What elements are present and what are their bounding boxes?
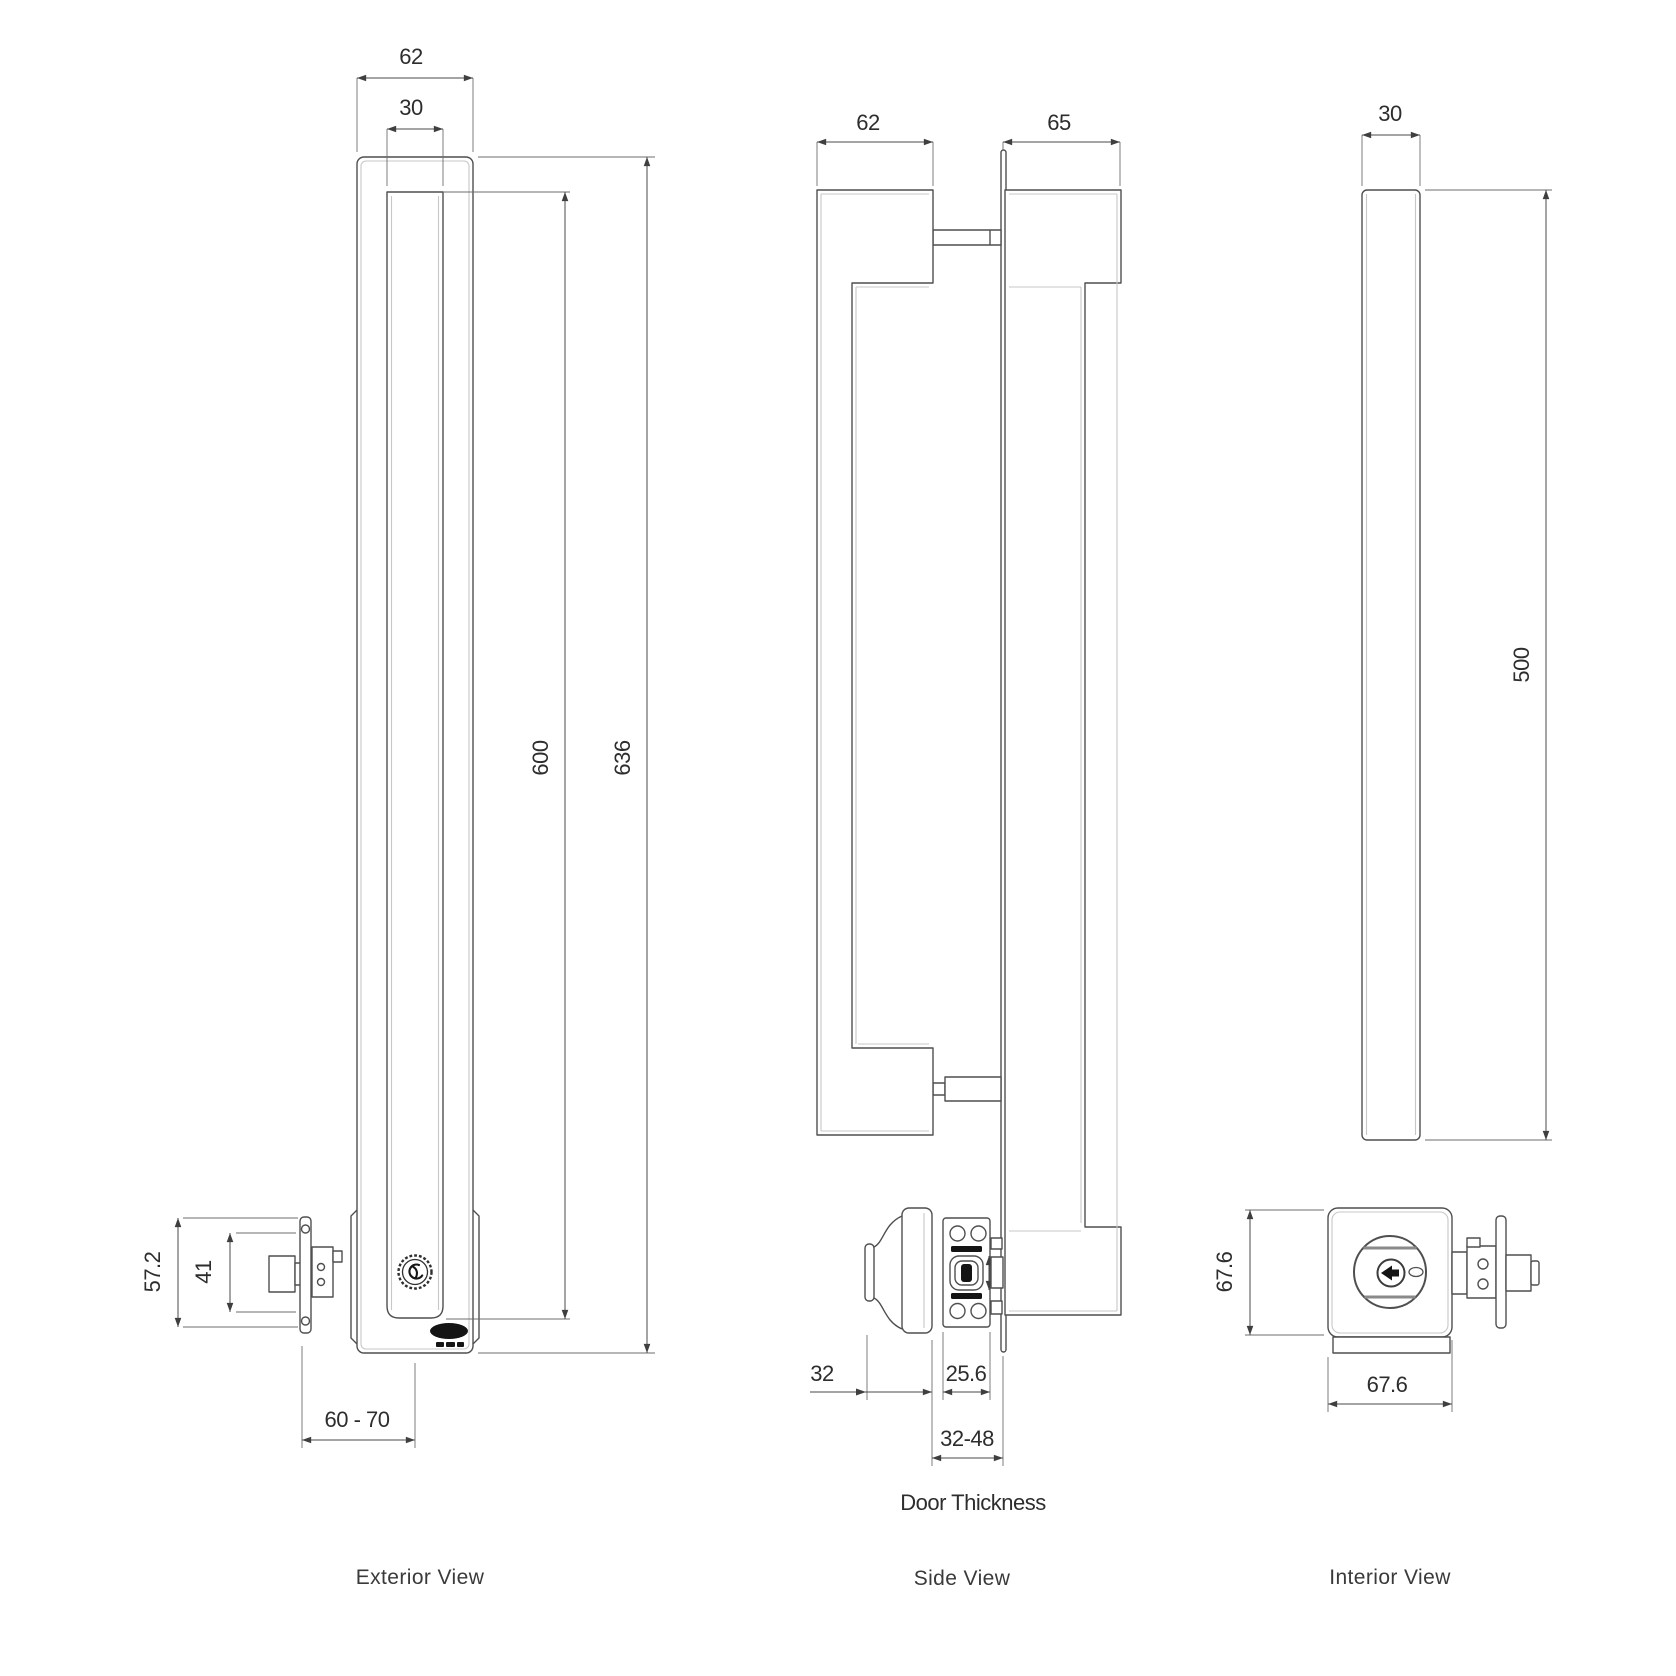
dim-arrow	[856, 1388, 866, 1396]
keyway-outer	[949, 1255, 984, 1291]
key-glyph-stem	[1392, 1269, 1399, 1277]
escutcheon-highlight	[1331, 1211, 1449, 1334]
latch-body	[311, 1246, 334, 1298]
latch-faceplate	[299, 1216, 312, 1334]
emblem-inner-ring	[401, 1258, 429, 1286]
plate-brand-text-bottom	[951, 1293, 982, 1299]
badge-text-mark-1	[436, 1342, 444, 1347]
faceplate-screw-bottom	[300, 1316, 311, 1326]
dim-grip-length: 600	[528, 740, 553, 775]
backplate-right-tab	[472, 1209, 480, 1345]
emblem-glyph	[408, 1263, 424, 1280]
cylinder-detail-oval	[1408, 1266, 1424, 1278]
exterior-latch-assembly	[268, 1216, 343, 1334]
top-mount-post	[932, 229, 1002, 246]
badge-text-mark-2	[446, 1342, 455, 1347]
exterior-view-caption: Exterior View	[356, 1566, 485, 1589]
bottom-mount-post	[944, 1076, 1002, 1102]
deadbolt-head	[268, 1255, 296, 1293]
dim-plate-width: 62	[399, 44, 423, 69]
dim-grip-length: 500	[1509, 647, 1534, 682]
backplate-left-tab	[350, 1209, 358, 1345]
exterior-view: 62 30 636 600 57.2 41	[140, 44, 655, 1448]
interior-handle-profile	[1004, 189, 1122, 1316]
bottom-post-neck	[932, 1082, 946, 1096]
escutcheon-base-strip	[1332, 1336, 1451, 1354]
latch-body-notch	[332, 1250, 343, 1263]
deadbolt-tip	[1530, 1260, 1540, 1286]
side-dimensions: 62 65 32 25.6 32-48 Door Thickness	[810, 110, 1121, 1515]
latch-body-tab	[1466, 1237, 1481, 1248]
side-view: 62 65 32 25.6 32-48 Door Thickness	[810, 110, 1122, 1515]
keyhole-emblem-icon	[397, 1254, 433, 1290]
brand-badge-icon	[430, 1323, 468, 1347]
latch-body-hole-bottom	[316, 1277, 326, 1287]
dim-exterior-depth: 62	[856, 110, 880, 135]
latch-hole-top	[1477, 1258, 1489, 1270]
badge-oval	[430, 1323, 468, 1339]
badge-text-mark-3	[457, 1342, 464, 1347]
interior-latch-assembly	[1451, 1215, 1540, 1329]
dim-lock-case-height: 57.2	[140, 1251, 165, 1292]
plate-screw-tl	[949, 1225, 966, 1242]
dim-overall-length: 636	[610, 740, 635, 775]
backplate-inner-highlight	[360, 160, 470, 1350]
interior-handle-highlight	[1009, 193, 1118, 1312]
lock-tab-top	[990, 1237, 1003, 1250]
key-glyph-arrow	[1381, 1265, 1392, 1281]
interior-grip-bar	[1361, 189, 1421, 1141]
side-lock-assembly	[864, 1207, 1004, 1334]
latch-body-hole-top	[316, 1262, 326, 1272]
dim-latch-body-height: 41	[191, 1260, 216, 1284]
dim-backset: 60 - 70	[325, 1407, 390, 1432]
dim-grip-width: 30	[399, 95, 423, 120]
plate-screw-tr	[970, 1225, 987, 1242]
thumbturn-rosette	[901, 1207, 933, 1334]
dim-grip-width: 30	[1378, 101, 1402, 126]
dim-knob-projection: 32	[810, 1361, 834, 1386]
faceplate-screw-top	[300, 1224, 311, 1234]
dim-lock-body-depth: 25.6	[946, 1361, 987, 1386]
latch-hub	[1451, 1251, 1468, 1295]
thumbturn-bell	[873, 1215, 903, 1330]
plate-screw-bl	[949, 1302, 966, 1320]
keyway-glyph	[961, 1264, 972, 1282]
lock-tab-bottom	[990, 1300, 1003, 1315]
latch-body	[1466, 1245, 1497, 1299]
latch-hole-bottom	[1477, 1278, 1489, 1290]
exterior-dimensions: 62 30 636 600 57.2 41	[140, 44, 655, 1448]
dim-escutcheon-width: 67.6	[1367, 1372, 1408, 1397]
dim-interior-depth: 65	[1047, 110, 1071, 135]
door-thickness-caption: Door Thickness	[900, 1490, 1046, 1515]
side-view-caption: Side View	[914, 1567, 1011, 1590]
view-captions: Exterior View Side View Interior View	[356, 1566, 1451, 1590]
dim-door-thickness: 32-48	[940, 1426, 994, 1451]
plate-screw-br	[970, 1302, 987, 1320]
exterior-handle-profile	[816, 189, 934, 1136]
lock-tab-middle	[990, 1256, 1004, 1289]
exterior-handle-highlight	[820, 193, 929, 1132]
grip-outline	[386, 191, 444, 1319]
side-interior-handle	[1004, 189, 1122, 1316]
interior-dimensions: 30 500 67.6 67.6	[1212, 101, 1552, 1412]
interior-escutcheon	[1327, 1207, 1453, 1354]
deadbolt-body	[1505, 1254, 1532, 1292]
interior-view: 30 500 67.6 67.6	[1212, 101, 1552, 1412]
dim-escutcheon-height: 67.6	[1212, 1251, 1237, 1292]
grip-outline	[1361, 189, 1421, 1141]
side-exterior-handle	[816, 189, 1002, 1136]
keyway-inner	[954, 1260, 979, 1286]
interior-view-caption: Interior View	[1329, 1566, 1451, 1589]
emblem-scalloped-ring	[397, 1254, 433, 1290]
exterior-grip-bar	[386, 191, 444, 1319]
thumbturn-tip	[864, 1243, 875, 1302]
latch-faceplate	[1495, 1215, 1507, 1329]
plate-brand-text-top	[951, 1246, 982, 1252]
